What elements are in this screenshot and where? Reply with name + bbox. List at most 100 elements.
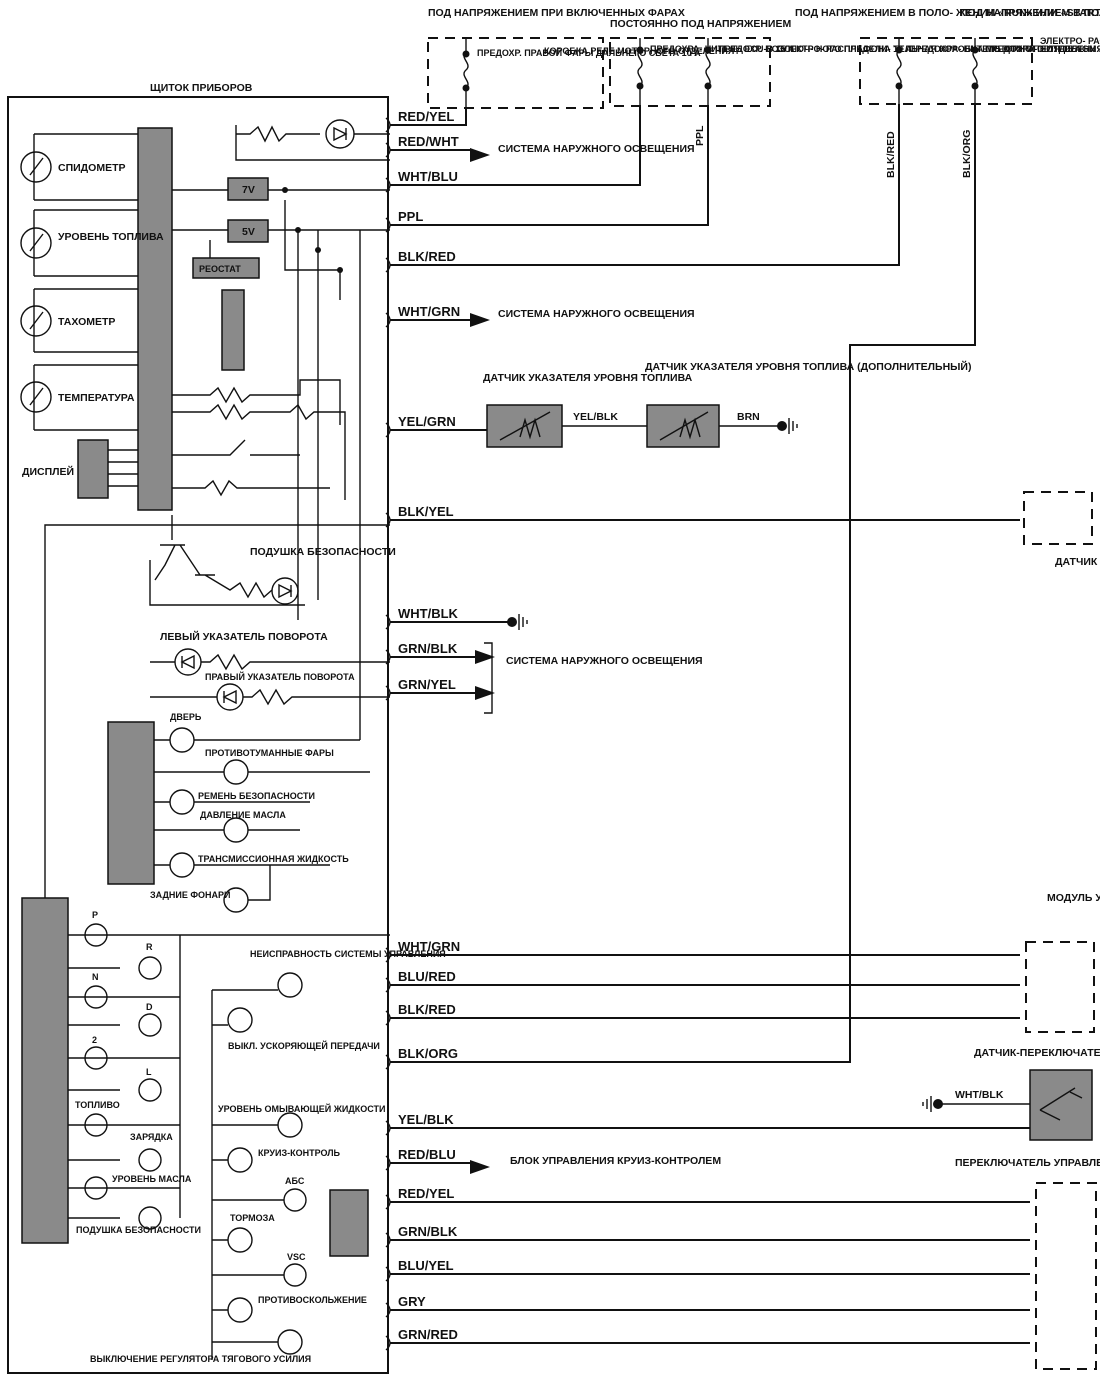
power-header-run-start: ПОД НАПРЯЖЕНИЕМ В ПОЛО- ЖЕНИИ «RUN» ИЛИ … <box>795 7 1100 19</box>
power-sources: ПОД НАПРЯЖЕНИЕМ ПРИ ВКЛЮЧЕННЫХ ФАРАХ ПРЕ… <box>427 7 1100 109</box>
svg-text:ЗАДНИЕ ФОНАРИ: ЗАДНИЕ ФОНАРИ <box>150 890 231 900</box>
washer-switch: ДАТЧИК-ПЕРЕКЛЮЧАТЕЛЬ УРОВНЯ ОМЫВАЮЩЕЙ ЖИ… <box>922 1046 1100 1141</box>
panel-bus-bar <box>137 127 173 511</box>
connector-pin <box>385 117 391 133</box>
connector-wire-label: YEL/GRN <box>398 414 456 429</box>
wire-blkorg-vertical: BLK/ORG <box>961 130 973 178</box>
abs-module <box>329 1189 369 1257</box>
svg-text:РЕМЕНЬ БЕЗОПАСНОСТИ: РЕМЕНЬ БЕЗОПАСНОСТИ <box>198 791 315 801</box>
lamp-oil-pressure: ДАВЛЕНИЕ МАСЛА <box>200 810 286 843</box>
junction-box-engine <box>609 37 771 107</box>
svg-text:УРОВЕНЬ ТОПЛИВА: УРОВЕНЬ ТОПЛИВА <box>58 231 164 243</box>
connector-wire-label: WHT/BLU <box>398 169 458 184</box>
connector-pin <box>385 142 391 158</box>
connector-wires: RED/YELRED/WHTWHT/BLUPPLBLK/REDWHT/GRNYE… <box>385 109 1030 1351</box>
fuse-heater <box>896 38 902 104</box>
fuel-sensor-main-label: ДАТЧИК УКАЗАТЕЛЯ УРОВНЯ ТОПЛИВА <box>483 372 693 384</box>
gauge-fuel: УРОВЕНЬ ТОПЛИВА <box>20 209 164 277</box>
connector-wire-label: BLK/YEL <box>398 504 454 519</box>
gear-r: R <box>146 942 153 952</box>
fuse-ecu-b <box>637 38 643 106</box>
target-exterior-3: СИСТЕМА НАРУЖНОГО ОСВЕЩЕНИЯ <box>506 655 703 667</box>
connector-pin <box>385 1194 391 1210</box>
lamp-fuel: ТОПЛИВО <box>75 1100 120 1110</box>
connector-pin <box>385 1335 391 1351</box>
connector-wire-label: WHT/GRN <box>398 939 460 954</box>
lamp-abs: АБС <box>285 1176 305 1186</box>
connector-wire-label: WHT/BLK <box>398 606 459 621</box>
ground-wht-blk <box>507 614 528 630</box>
connector-pin <box>385 1120 391 1136</box>
turn-left-label: ЛЕВЫЙ УКАЗАТЕЛЬ ПОВОРОТА <box>160 630 328 643</box>
fuse-headlight-label: ПРЕДОХР. ПРАВОЙ ФАРЫ ДАЛЬНЕГО СВЕТА 10 А <box>477 47 701 58</box>
connector-wire-label: GRN/BLK <box>398 641 458 656</box>
lamp-tail: ЗАДНИЕ ФОНАРИ <box>150 887 249 913</box>
gauge-temperature: ТЕМПЕРАТУРА <box>20 364 138 431</box>
connector-wire-label: GRY <box>398 1294 426 1309</box>
fuel-sensor-aux-label: ДАТЧИК УКАЗАТЕЛЯ УРОВНЯ ТОПЛИВА (ДОПОЛНИ… <box>645 360 971 373</box>
target-exterior-1: СИСТЕМА НАРУЖНОГО ОСВЕЩЕНИЯ <box>498 143 695 155</box>
svg-text:ТРАНСМИССИОННАЯ ЖИДКОСТЬ: ТРАНСМИССИОННАЯ ЖИДКОСТЬ <box>198 854 349 864</box>
connector-pin <box>385 977 391 993</box>
power-header-headlights: ПОД НАПРЯЖЕНИЕМ ПРИ ВКЛЮЧЕННЫХ ФАРАХ <box>428 7 685 19</box>
wire-fuel-ground: BRN <box>737 411 760 423</box>
svg-text:ПЕРЕКЛЮЧАТЕЛЬ УПРАВЛЕНИЯ СИСТЕ: ПЕРЕКЛЮЧАТЕЛЬ УПРАВЛЕНИЯ СИСТЕМОЙ VSC <box>955 1156 1100 1169</box>
wire-fuel-between: YEL/BLK <box>573 411 618 423</box>
connector-pin <box>385 257 391 273</box>
vsc-switch: ПЕРЕКЛЮЧАТЕЛЬ УПРАВЛЕНИЯ СИСТЕМОЙ VSC <box>955 1156 1100 1370</box>
regulator-5v <box>227 219 269 243</box>
connector-wire-label: YEL/BLK <box>398 1112 454 1127</box>
fuse-headlight <box>463 38 469 108</box>
airbag-driver: ПОДУШКА БЕЗОПАСНОСТИ <box>149 515 396 606</box>
gear-p: P <box>92 910 98 920</box>
display: ДИСПЛЕЙ <box>22 439 138 499</box>
lamp-charge: ЗАРЯДКА <box>130 1132 173 1142</box>
gauges: СПИДОМЕТР УРОВЕНЬ ТОПЛИВА ТАХОМЕТР ТЕМПЕ… <box>20 133 164 431</box>
connector-pin <box>385 614 391 630</box>
lamp-cruise: КРУИЗ-КОНТРОЛЬ <box>258 1148 341 1158</box>
gear-n: N <box>92 972 99 982</box>
engine-module: МОДУЛЬ УПРАВЛЕНИЯ ДВИГАТЕЛЕМ <box>1025 892 1100 1033</box>
airbag-lamp-label: ПОДУШКА БЕЗОПАСНОСТИ <box>250 546 396 558</box>
connector-pin <box>385 312 391 328</box>
junction-box-panel <box>859 37 1033 105</box>
lamp-vsc: VSC <box>287 1252 306 1262</box>
fuse-ecu-b-label: ПРЕДОХРА- НИТЕЛЬ ECU-B 15 А <box>650 44 795 54</box>
lamp-malfunction: НЕИСПРАВНОСТЬ СИСТЕМЫ УПРАВЛЕНИЯ <box>250 949 446 959</box>
svg-text:ТЕМПЕРАТУРА: ТЕМПЕРАТУРА <box>58 392 135 404</box>
connector-pin <box>385 512 391 528</box>
svg-text:ДАТЧИК ПОДУШКИ БЕЗОПАСНОСТИ: ДАТЧИК ПОДУШКИ БЕЗОПАСНОСТИ <box>1055 556 1100 568</box>
svg-text:ДВЕРЬ: ДВЕРЬ <box>170 712 202 722</box>
fuse-dome-label: ПРЕДОХР. ПОТОЛОЧ- НОГО ПЛАФОНА 10 А <box>718 44 913 54</box>
connector-wire-label: BLU/RED <box>398 969 456 984</box>
connector-wire-label: BLK/RED <box>398 249 456 264</box>
gauge-tachometer: ТАХОМЕТР <box>20 288 138 353</box>
svg-text:ДАТЧИК-ПЕРЕКЛЮЧАТЕЛЬ УРОВНЯ ОМ: ДАТЧИК-ПЕРЕКЛЮЧАТЕЛЬ УРОВНЯ ОМЫВАЮЩЕЙ ЖИ… <box>974 1046 1100 1059</box>
svg-text:МОДУЛЬ УПРАВЛЕНИЯ ДВИГАТЕЛЕМ: МОДУЛЬ УПРАВЛЕНИЯ ДВИГАТЕЛЕМ <box>1047 892 1100 904</box>
connector-pin <box>385 1054 391 1070</box>
vertical-feed-wires: PPL BLK/RED BLK/ORG <box>390 104 976 1063</box>
panel-title: ЩИТОК ПРИБОРОВ <box>150 82 253 94</box>
lamp-trc-off: ВЫКЛЮЧЕНИЕ РЕГУЛЯТОРА ТЯГОВОГО УСИЛИЯ <box>90 1354 311 1364</box>
regulators: 7V 5V РЕОСТАТ <box>172 177 390 371</box>
fuel-sensors: ДАТЧИК УКАЗАТЕЛЯ УРОВНЯ ТОПЛИВА ДАТЧИК У… <box>483 360 971 448</box>
connector-wire-label: GRN/BLK <box>398 1224 458 1239</box>
svg-text:РЕОСТАТ: РЕОСТАТ <box>199 264 241 274</box>
connector-pin <box>385 1302 391 1318</box>
upper-circuit-details <box>172 119 390 740</box>
fuse-ign-label: ПРЕДОХРА- НИТЕЛЬ IGN 7.5 A <box>985 44 1100 54</box>
connector-pin <box>385 1010 391 1026</box>
connector-pin <box>385 947 391 963</box>
connector-wire-label: RED/WHT <box>398 134 459 149</box>
connector-pin <box>385 685 391 701</box>
connector-wire-label: RED/YEL <box>398 109 454 124</box>
turn-right-label: ПРАВЫЙ УКАЗАТЕЛЬ ПОВОРОТА <box>205 671 355 682</box>
svg-text:ДИСПЛЕЙ: ДИСПЛЕЙ <box>22 465 74 478</box>
target-exterior-2: СИСТЕМА НАРУЖНОГО ОСВЕЩЕНИЯ <box>498 308 695 320</box>
svg-text:5V: 5V <box>242 226 255 238</box>
turn-signals: ЛЕВЫЙ УКАЗАТЕЛЬ ПОВОРОТА ПРАВЫЙ УКАЗАТЕЛ… <box>150 630 390 711</box>
gear-2: 2 <box>92 1035 97 1045</box>
external-targets: СИСТЕМА НАРУЖНОГО ОСВЕЩЕНИЯ СИСТЕМА НАРУ… <box>470 143 721 1174</box>
fuse-heater-label: ПРЕДОХРА- НИТЕЛЬ ОТОПИТЕЛЯ 15 А <box>909 44 1082 54</box>
svg-text:ПРОТИВОТУМАННЫЕ ФАРЫ: ПРОТИВОТУМАННЫЕ ФАРЫ <box>205 748 334 758</box>
